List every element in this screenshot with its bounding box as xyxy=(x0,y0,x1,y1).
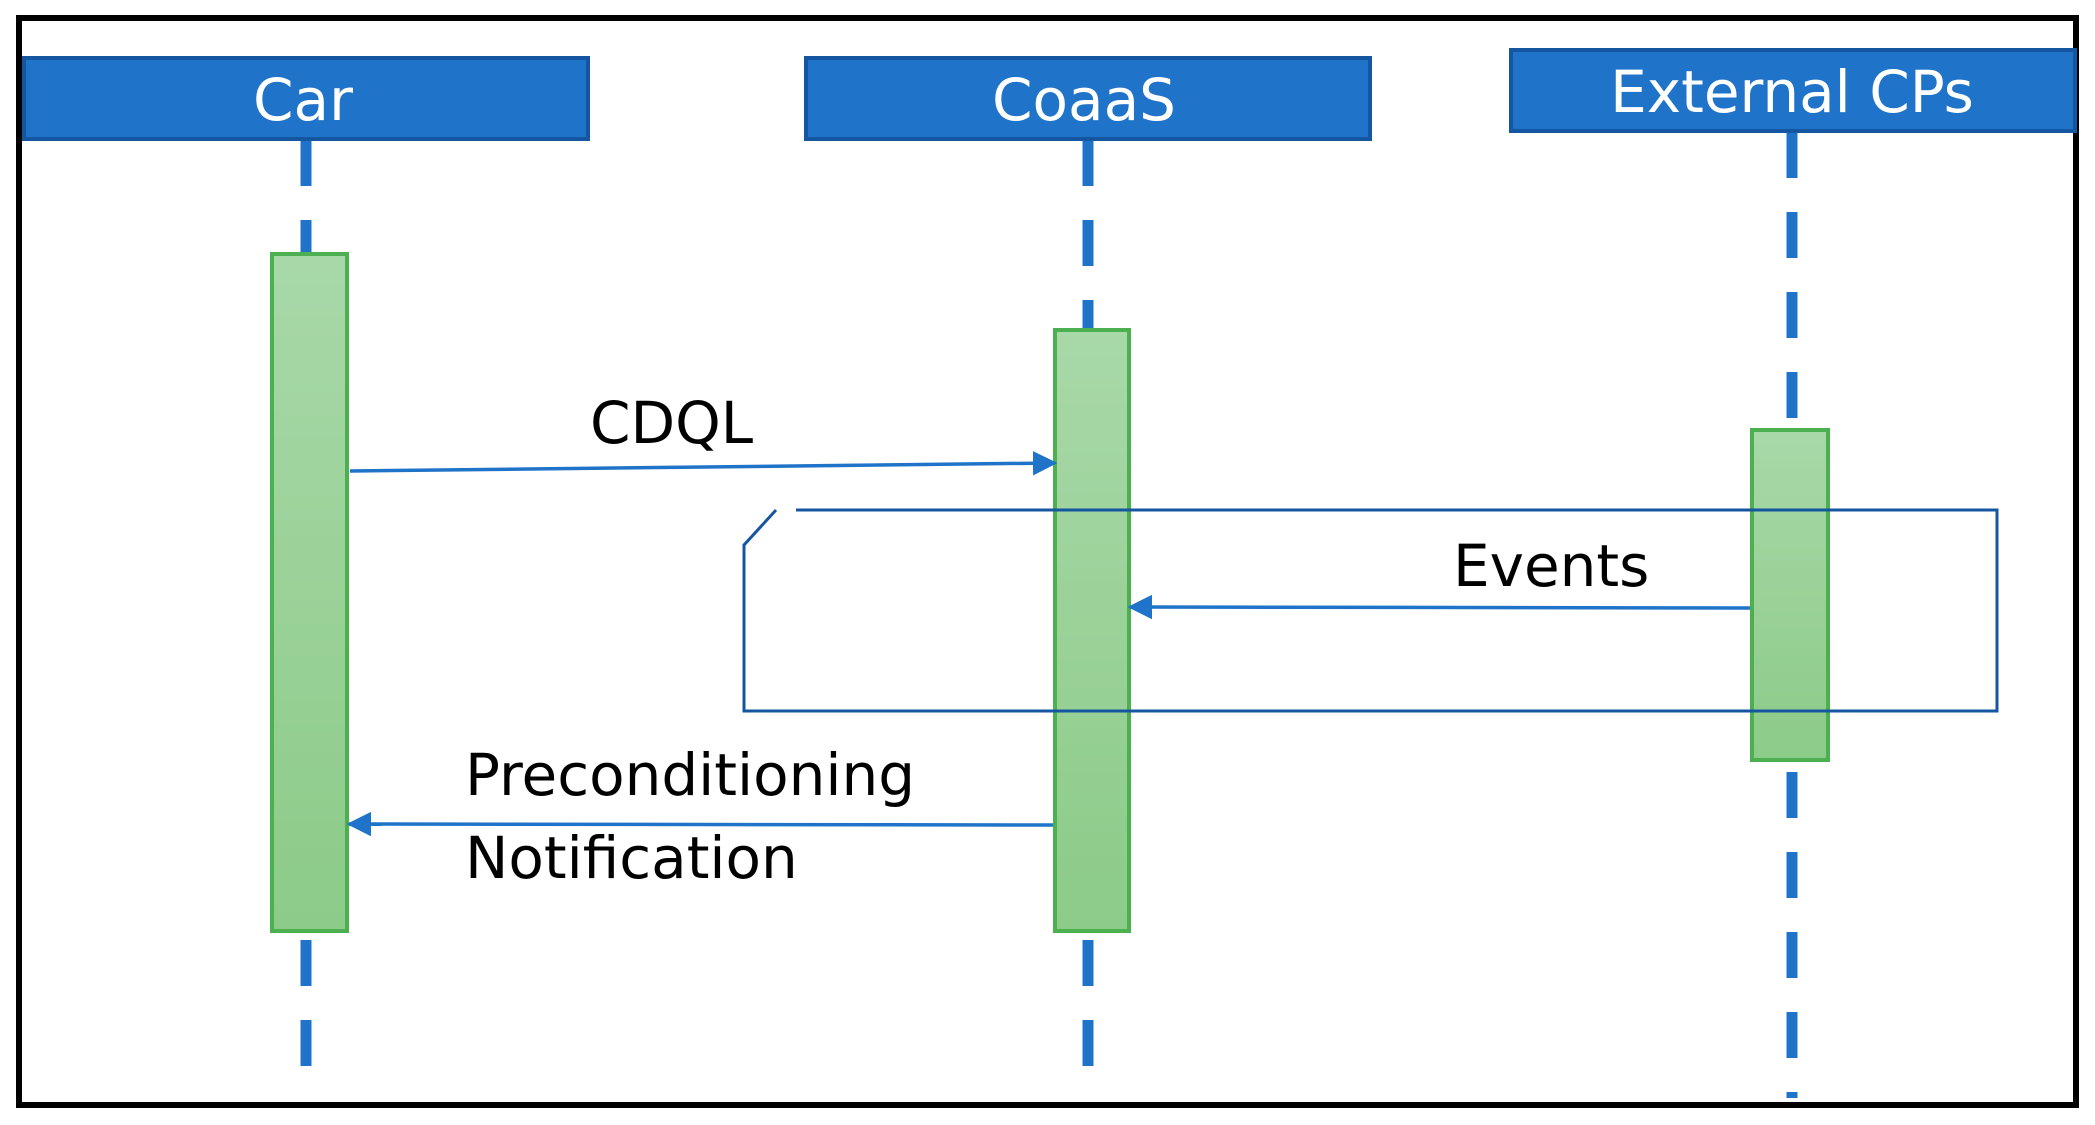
message-preconditioning-arrow xyxy=(346,811,1054,837)
message-preconditioning-label: Preconditioning Notification xyxy=(465,741,934,892)
message-cdql-label: CDQL xyxy=(590,389,753,457)
participant-car: Car xyxy=(22,56,590,141)
participant-external-header xyxy=(1509,48,2077,133)
message-cdql-arrow xyxy=(349,451,1058,476)
participant-external: External CPs xyxy=(1509,48,2077,133)
loop-frame xyxy=(742,508,1999,713)
participant-car-label: Car xyxy=(253,66,353,134)
message-preconditioning-label-line1: Preconditioning xyxy=(465,741,915,809)
message-events-label: Events xyxy=(1453,532,1649,600)
activation-coaas xyxy=(1053,328,1131,933)
diagram-border xyxy=(16,15,2079,1108)
message-events: Events xyxy=(1127,532,1751,620)
activation-car xyxy=(270,252,349,933)
participant-external-label: External CPs xyxy=(1610,58,1974,126)
participant-coaas: CoaaS xyxy=(804,56,1372,141)
participant-car-header xyxy=(22,56,590,141)
message-preconditioning: Preconditioning Notification xyxy=(346,741,1054,892)
participant-coaas-label: CoaaS xyxy=(992,66,1176,134)
message-events-arrow xyxy=(1127,594,1751,620)
message-cdql: CDQL xyxy=(349,389,1058,476)
activation-external xyxy=(1750,428,1830,762)
message-preconditioning-label-line2: Notification xyxy=(465,824,798,892)
participant-coaas-header xyxy=(804,56,1372,141)
